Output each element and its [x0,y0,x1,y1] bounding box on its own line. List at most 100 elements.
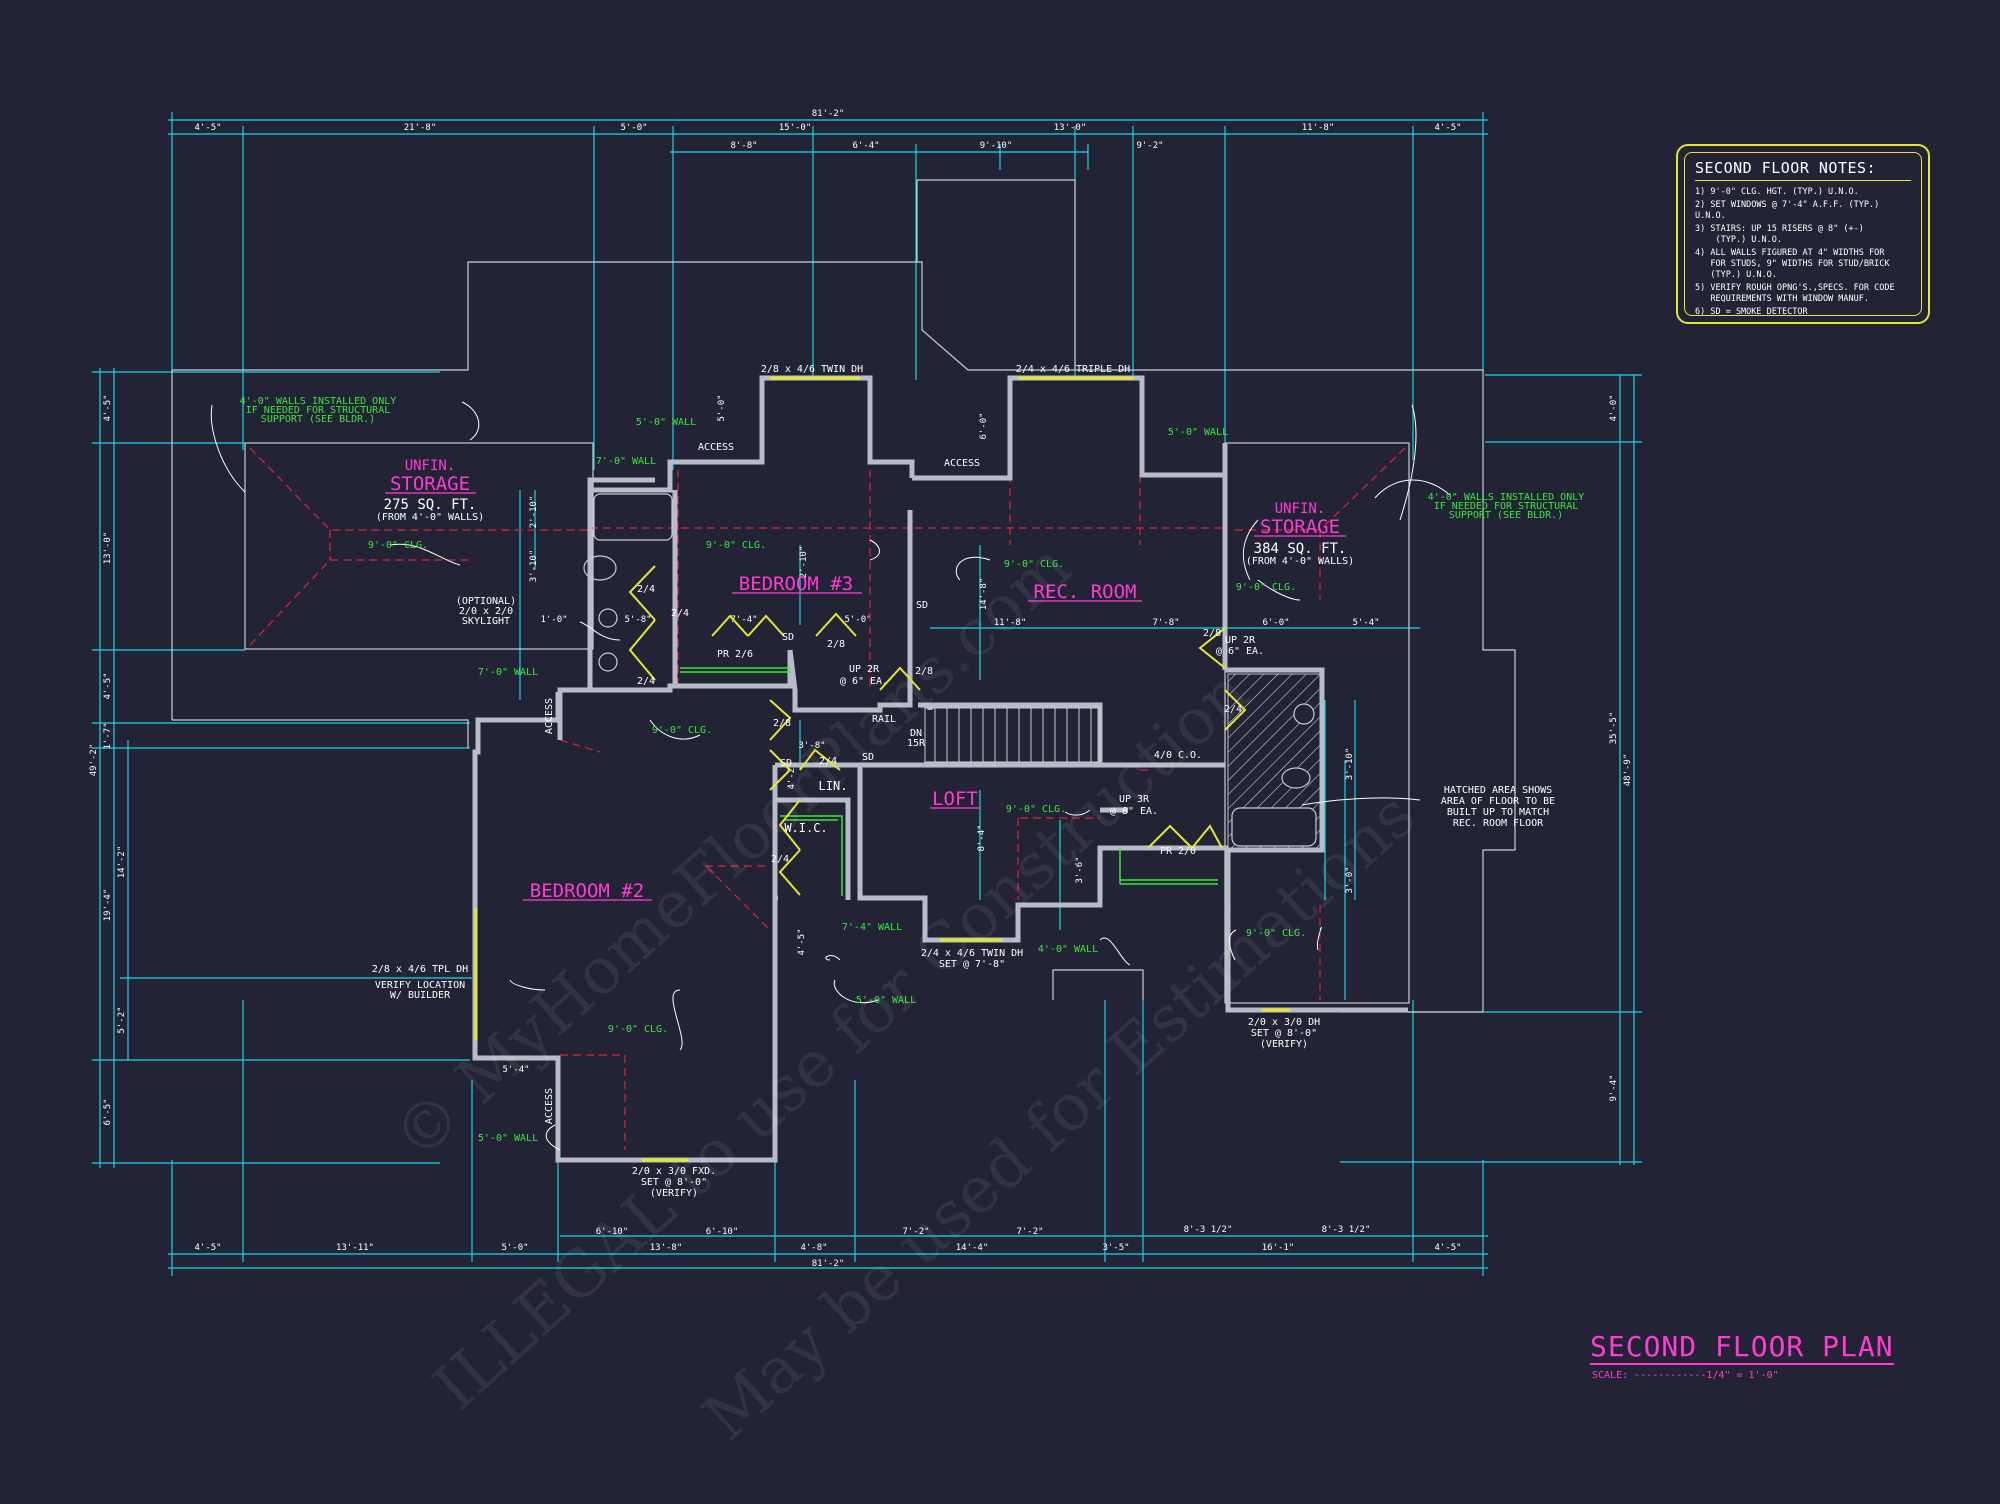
window-bottom-right-l3: (VERIFY) [1260,1039,1308,1050]
dim-int-6: 3'-8" [798,741,825,751]
bathtub-left [593,493,673,541]
dim-left-6: 6'-5" [103,1098,113,1125]
notes-title: SECOND FLOOR NOTES: [1695,159,1911,181]
clg-bath-right: 9'-0" CLG. [1246,928,1306,939]
window-bottom-right-l1: 2/0 x 3/0 DH [1248,1017,1320,1028]
second-floor-notes: SECOND FLOOR NOTES: 1) 9'-0" CLG. HGT. (… [1676,144,1930,324]
doors [628,565,1247,896]
dim-int-20: 5'-4" [502,1065,529,1075]
window-triple-top-label: 2/4 x 4/6 TRIPLE DH [1016,364,1130,375]
window-bottom-mid-l2: SET @ 7'-8" [939,959,1005,970]
wall-note-right-l2: IF NEEDED FOR STRUCTURAL [1434,501,1579,512]
dim-bottom2-8: 8'-3 1/2" [1322,1225,1371,1235]
clg-storage-right: 9'-0" CLG. [1236,582,1296,593]
label-note-right: (FROM 4'-0" WALLS) [1246,556,1354,567]
access-rec-room: ACCESS [944,458,980,469]
dim-bottom2-4: 7'-2" [902,1227,929,1237]
dim-bottom-2: 13'-11" [336,1243,374,1253]
leader-lines [210,401,1451,1151]
dim-left-5: 19'-4" [103,889,113,922]
dim-int-18: 5'-8" [624,615,651,625]
access-bedroom3: ACCESS [698,442,734,453]
smoke-detector-2: SD [782,632,794,643]
door-28-c: 2/8 [773,718,791,729]
up2r-right-l1: UP 2R [1225,635,1256,646]
up2r-right-l2: @ 6" EA. [1216,646,1264,657]
dim-int-12: 14'-8" [979,578,989,611]
up2r-l2: @ 6" EA. [840,676,888,687]
plan-labels: 2/8 x 4/6 TWIN DH 2/4 x 4/6 TRIPLE DH 2/… [372,364,1555,1199]
room-sub-labels: 275 SQ. FT. (FROM 4'-0" WALLS) 384 SQ. F… [376,497,1354,835]
dim-int-16b: 3'-10" [529,550,539,583]
dim-top2-3: 9'-10" [980,141,1013,151]
dim-right-2: 35'-5" [1609,712,1619,745]
dim-left-overall: 49'-2" [89,744,99,777]
dim-top-6: 11'-8" [1302,123,1335,133]
dim-bottom-1: 4'-5" [194,1243,221,1253]
dim-top-1: 4'-5" [194,123,221,133]
note-item: 4) ALL WALLS FIGURED AT 4" WIDTHS FOR FO… [1695,248,1890,280]
dim-int-3: 6'-0" [1262,618,1289,628]
dim-int-15: 2'-10" [529,496,539,529]
label-storage-left: STORAGE [390,473,470,495]
dim-int-11: 3'-0" [1345,866,1355,893]
door-24-a: 2/4 [637,584,655,595]
dim-bottom2-3: 6'-10" [706,1227,739,1237]
label-lin: LIN. [819,779,848,793]
label-bedroom2: BEDROOM #2 [530,880,644,902]
dim-top-5: 13'-0" [1054,123,1087,133]
dim-left-1: 4'-5" [103,394,113,421]
dim-bottom2-2: 13'-8" [650,1243,683,1253]
window-bottom-right-l2: SET @ 8'-0" [1251,1028,1317,1039]
dim-int-22: 4'-2" [787,762,797,789]
sink-right [1293,703,1315,725]
note-item: 1) 9'-0" CLG. HGT. (TYP.) U.N.O. [1695,187,1859,197]
dim-bottom-5: 3'-5" [1102,1243,1129,1253]
dn-l2: 15R [907,738,926,749]
skylight-l3: SKYLIGHT [462,616,510,627]
dim-top2-2: 6'-4" [852,141,879,151]
plan-scale: SCALE: ------------1/4" = 1'-0" [1592,1370,1779,1381]
dim-int-4: 5'-4" [1352,618,1379,628]
dim-int-13: 6'-0" [979,412,989,439]
window-bottom-left-l1: 2/0 x 3/0 FXD. [632,1166,716,1177]
wall-5-d: 5'-0" WALL [478,1133,538,1144]
dim-int-2: 7'-8" [1152,618,1179,628]
smoke-detector-3: SD [780,758,792,769]
label-loft: LOFT [932,788,978,810]
room-labels: UNFIN. STORAGE UNFIN. STORAGE BEDROOM #3… [390,458,1340,902]
wall-4: 4'-0" WALL [1038,944,1098,955]
pr20-label: PR 2/0 [1160,846,1196,857]
wall-74: 7'-4" WALL [842,922,902,933]
wall-5-b: 5'-0" WALL [1168,427,1228,438]
skylight-l1: (OPTIONAL) [456,596,516,607]
up3r-l2: @ 8" EA. [1110,806,1158,817]
hatch-note-l3: BUILT UP TO MATCH [1447,807,1549,818]
smoke-detector-4: SD [862,752,874,763]
notes-list: 1) 9'-0" CLG. HGT. (TYP.) U.N.O. 2) SET … [1695,187,1911,318]
dim-left-3: 4'-5" [103,672,113,699]
label-unfin-right: UNFIN. [1275,501,1326,517]
dim-left-2: 13'-0" [103,532,113,565]
dimension-lines [92,112,1642,1276]
wall-note-right-l3: SUPPORT (SEE BLDR.) [1449,510,1563,521]
dn-l1: DN [910,728,922,739]
note-item: 2) SET WINDOWS @ 7'-4" A.F.F. (TYP.) U.N… [1695,200,1885,221]
dim-int-8: 8'-4" [977,824,987,851]
window-tpl-left-label: 2/8 x 4/6 TPL DH [372,964,468,975]
dim-top2-1: 8'-8" [730,141,757,151]
up2r-l1: UP 2R [849,664,880,675]
dim-bottom-7: 4'-5" [1434,1243,1461,1253]
dim-int-9: 3'-6" [1075,856,1085,883]
smoke-detector-1: SD [916,600,928,611]
roof-outline [171,179,1516,1013]
wall-note-left-l1: 4'-0" WALLS INSTALLED ONLY [240,396,397,407]
hip-lines [249,447,1406,1150]
walls [472,375,1408,1163]
toilet-right [1281,767,1311,789]
note-item: 3) STAIRS: UP 15 RISERS @ 8" (+-) (TYP.)… [1695,224,1864,245]
dim-int-1: 11'-8" [994,618,1027,628]
wall-5-a: 5'-0" WALL [636,417,696,428]
verify-location-l1: VERIFY LOCATION [375,980,465,991]
